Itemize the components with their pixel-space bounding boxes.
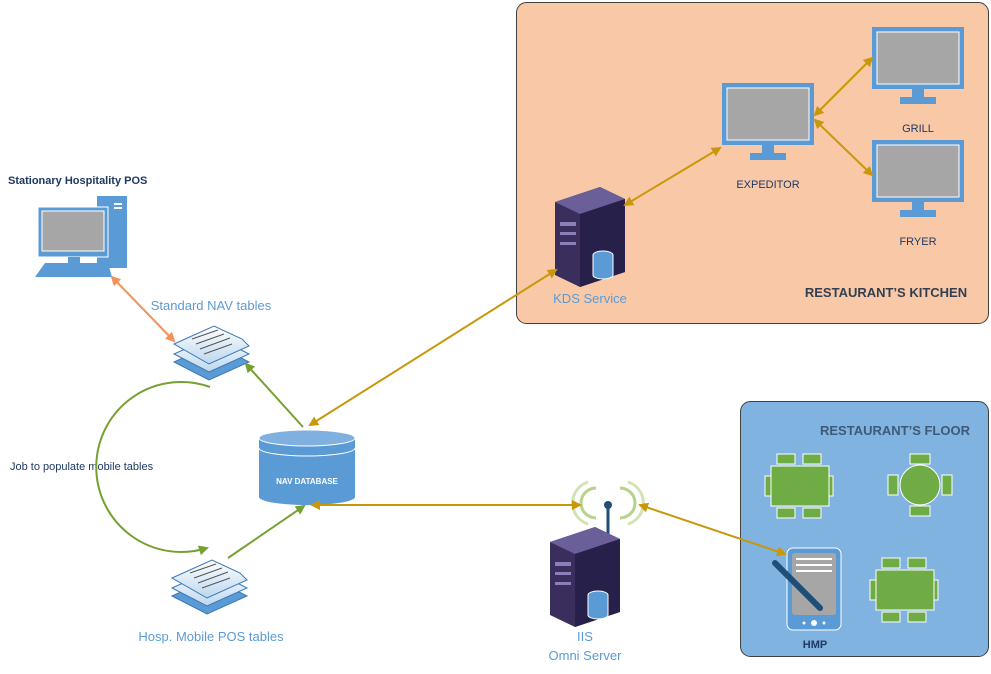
mobile-tables-label: Hosp. Mobile POS tables — [138, 629, 284, 644]
hmp-label: HMP — [803, 639, 827, 651]
expeditor-label: EXPEDITOR — [736, 179, 799, 191]
fryer-label: FRYER — [899, 236, 936, 248]
expeditor-to-fryer-arrow — [813, 118, 874, 177]
omni-line1: IIS — [577, 629, 593, 644]
connectors — [95, 56, 874, 559]
mobile-to-db-arrow — [227, 504, 306, 559]
floor-title: RESTAURANT’S FLOOR — [820, 423, 971, 438]
kitchen-title: RESTAURANT’S KITCHEN — [805, 285, 967, 300]
omni-wireless-icon — [571, 480, 645, 535]
standard-tables-icon — [173, 325, 250, 381]
db-to-kds-arrow — [308, 268, 558, 427]
kds-to-expeditor-arrow — [623, 146, 722, 207]
nav-database-icon — [258, 429, 356, 505]
grill-label: GRILL — [902, 123, 934, 135]
omni-server-icon — [549, 526, 621, 628]
nav-database-label: NAV DATABASE — [276, 477, 338, 486]
hmp-tablet-icon — [772, 547, 842, 631]
pos-to-standard-arrow — [110, 275, 176, 343]
job-arc-arrow — [95, 381, 211, 556]
db-to-standard-arrow — [244, 362, 304, 428]
omni-to-hmp-arrow — [638, 502, 787, 557]
desktop-computer-icon — [35, 196, 127, 277]
standard-tables-label: Standard NAV tables — [151, 298, 272, 313]
kitchen-zone: RESTAURANT’S KITCHEN EXPEDITOR GRILL FRY… — [516, 2, 989, 324]
kds-server-icon — [554, 186, 626, 288]
table-round-icon — [887, 453, 953, 517]
stationary-pos-title: Stationary Hospitality POS — [8, 175, 147, 187]
omni-line2: Omni Server — [549, 648, 623, 663]
floor-zone: RESTAURANT’S FLOOR HMP — [740, 401, 989, 657]
job-label: Job to populate mobile tables — [10, 461, 154, 473]
expeditor-to-grill-arrow — [813, 56, 874, 117]
mobile-tables-icon — [171, 559, 248, 615]
kds-label: KDS Service — [553, 291, 627, 306]
